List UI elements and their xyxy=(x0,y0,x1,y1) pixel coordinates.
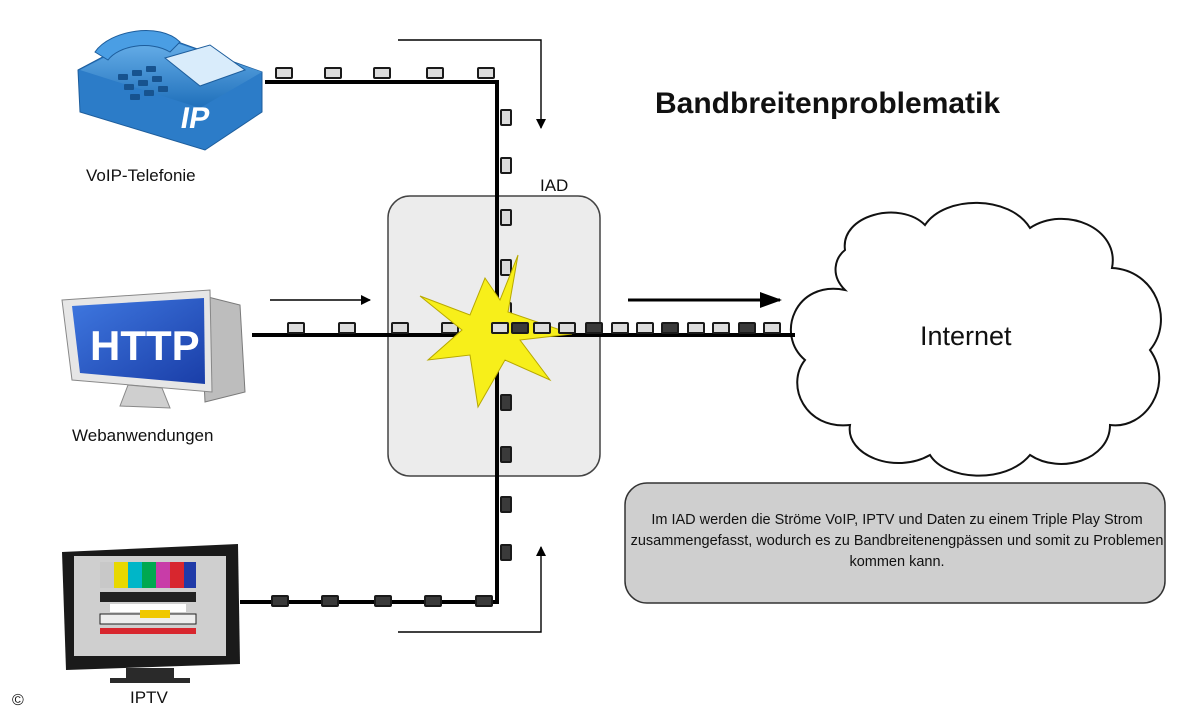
packet xyxy=(424,595,442,607)
note-text: Im IAD werden die Ströme VoIP, IPTV und … xyxy=(630,512,1164,570)
iptv-tv-icon xyxy=(62,544,240,683)
packet xyxy=(611,322,629,334)
packet xyxy=(391,322,409,334)
packet xyxy=(511,322,529,334)
output-packets xyxy=(491,322,781,334)
web-label: Webanwendungen xyxy=(72,426,213,445)
packet xyxy=(426,67,444,79)
packet xyxy=(500,259,512,276)
packet xyxy=(441,322,459,334)
note-box xyxy=(624,482,1166,604)
packet xyxy=(500,209,512,226)
web-packets xyxy=(287,322,459,334)
internet-cloud xyxy=(789,201,1162,477)
packet xyxy=(477,67,495,79)
packet xyxy=(661,322,679,334)
packet xyxy=(500,544,512,561)
packet xyxy=(500,496,512,513)
http-monitor-icon: HTTP xyxy=(61,289,246,409)
voip-label: VoIP-Telefonie xyxy=(86,166,196,185)
packet xyxy=(373,67,391,79)
packet xyxy=(533,322,551,334)
iptv-flow-arrow xyxy=(398,546,546,633)
voip-packets xyxy=(275,67,495,79)
http-screen-label: HTTP xyxy=(90,322,200,369)
internet-label: Internet xyxy=(920,321,1012,351)
packet xyxy=(271,595,289,607)
packet xyxy=(321,595,339,607)
packet xyxy=(636,322,654,334)
iptv-label: IPTV xyxy=(130,688,168,707)
packet xyxy=(491,322,509,334)
packet xyxy=(500,446,512,463)
iad-label: IAD xyxy=(540,176,568,195)
packet xyxy=(585,322,603,334)
packet xyxy=(712,322,730,334)
packet xyxy=(500,157,512,174)
iptv-packets xyxy=(271,595,493,607)
packet xyxy=(738,322,756,334)
copyright-mark: © xyxy=(12,692,24,709)
packet xyxy=(338,322,356,334)
packet xyxy=(475,595,493,607)
packet xyxy=(558,322,576,334)
packet xyxy=(500,109,512,126)
diagram-title: Bandbreitenproblematik xyxy=(655,87,1000,120)
phone-ip-label: IP xyxy=(178,102,212,135)
packet xyxy=(287,322,305,334)
packet xyxy=(687,322,705,334)
packet xyxy=(500,394,512,411)
packet xyxy=(374,595,392,607)
packet xyxy=(763,322,781,334)
packet xyxy=(275,67,293,79)
voip-phone-icon: IP xyxy=(77,30,263,151)
packet xyxy=(324,67,342,79)
voip-flow-arrow xyxy=(398,39,546,129)
